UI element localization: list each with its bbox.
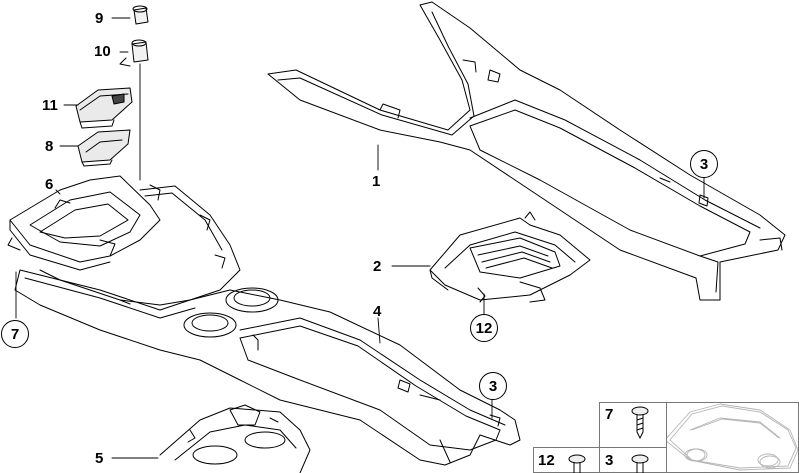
part-11-switch-module — [75, 87, 133, 129]
part-5-cupholder-insert — [159, 404, 311, 473]
part-6-tray-housing — [7, 175, 161, 271]
callout-11: 11 — [42, 97, 58, 114]
callout-3-upper: 3 — [690, 150, 718, 178]
legend-cell-12 — [533, 447, 600, 473]
callout-9: 9 — [95, 10, 104, 27]
callout-1: 1 — [372, 173, 381, 190]
part-8-cover — [77, 129, 131, 167]
part-1-console-trim-upper — [267, 1, 786, 301]
callout-3-lower: 3 — [479, 372, 507, 400]
callout-12: 12 — [470, 314, 498, 342]
part-10-socket — [119, 39, 149, 67]
cupholder-rings — [183, 287, 279, 338]
callout-6: 6 — [45, 176, 54, 193]
part-2-storage-insert — [429, 211, 591, 303]
callout-2: 2 — [373, 258, 382, 275]
callout-8: 8 — [45, 138, 54, 155]
callout-4: 4 — [373, 303, 382, 320]
part-4-console-trim-lower — [14, 269, 521, 466]
callout-10: 10 — [94, 43, 111, 60]
console-front-section — [39, 184, 241, 306]
legend-number-7: 7 — [605, 406, 614, 423]
callout-7: 7 — [1, 320, 29, 348]
legend-number-3: 3 — [605, 452, 614, 469]
legend-number-12: 12 — [538, 452, 555, 469]
part-9-cap — [132, 5, 149, 25]
leader-lines — [15, 17, 705, 459]
callout-5: 5 — [95, 450, 104, 467]
